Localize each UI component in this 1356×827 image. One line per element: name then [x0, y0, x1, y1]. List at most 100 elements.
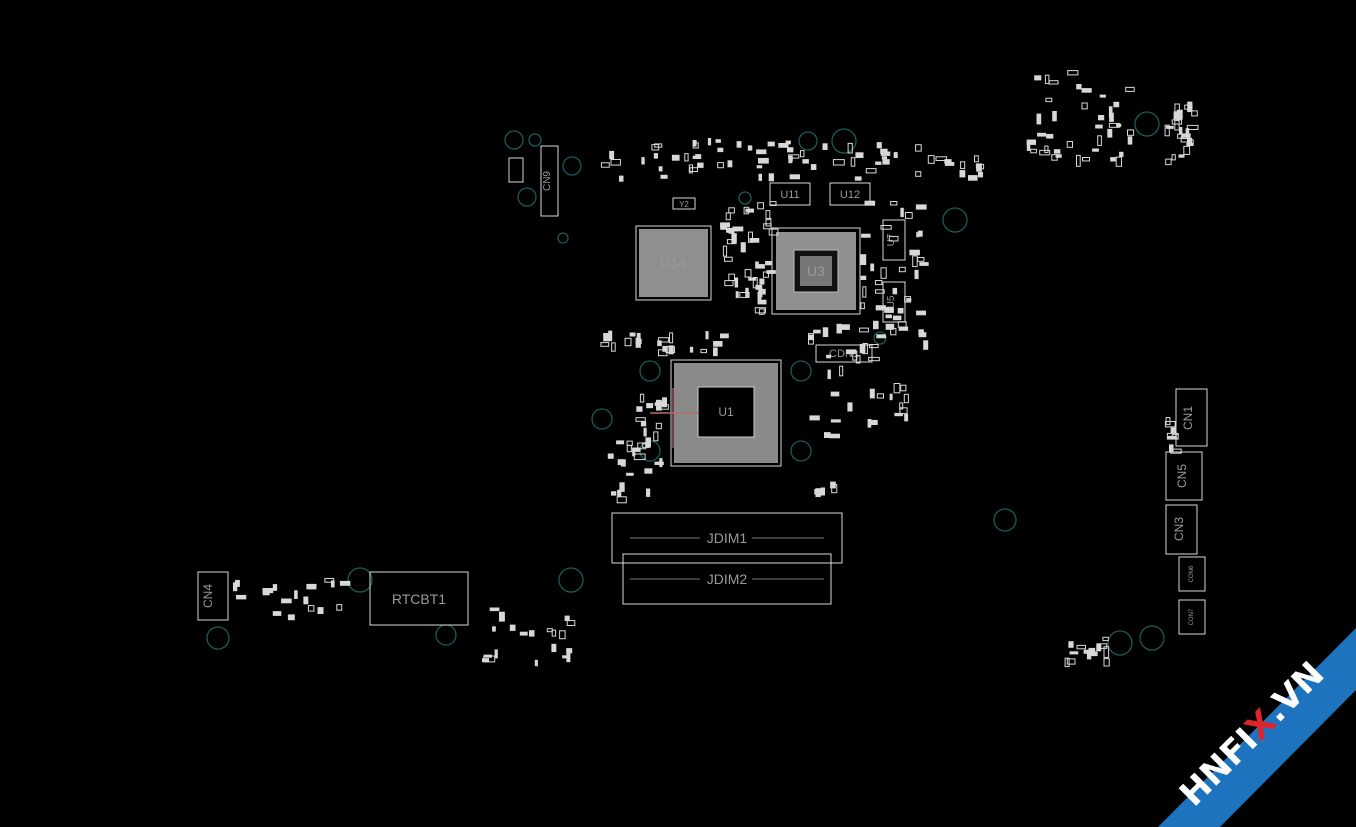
smd-pad	[1166, 432, 1179, 440]
smd-pad	[917, 257, 925, 262]
connector-cn4[interactable]: CN4	[197, 571, 229, 621]
connector-cn9[interactable]: CN9	[508, 145, 559, 217]
smd-pad	[653, 431, 659, 442]
connector-cn5[interactable]: CN5	[1165, 451, 1203, 501]
svg-text:CN4: CN4	[201, 584, 215, 608]
smd-pad	[758, 287, 763, 298]
smd-pad	[641, 157, 645, 165]
smd-pad	[600, 342, 610, 347]
smd-pad	[830, 391, 840, 397]
smd-pad	[748, 277, 757, 281]
smd-pad	[904, 413, 909, 422]
smd-pad	[1046, 133, 1054, 139]
connector-con6[interactable]: CON6	[1178, 556, 1206, 592]
smd-pad	[758, 308, 765, 315]
smd-pad	[619, 175, 624, 182]
smd-pad	[1108, 106, 1113, 117]
smd-pad	[756, 165, 763, 169]
chip-u12[interactable]: U12	[829, 182, 871, 206]
smd-pad	[894, 412, 903, 417]
smd-pad	[1127, 136, 1133, 145]
crystal-y2[interactable]: Y2	[672, 197, 696, 210]
smd-pad	[757, 299, 767, 305]
smd-pad	[757, 264, 765, 269]
chip-u3[interactable]: U3	[771, 227, 861, 315]
connector-cn3[interactable]: CN3	[1165, 504, 1198, 555]
svg-text:U5: U5	[886, 295, 897, 308]
smd-pad	[836, 323, 842, 334]
smd-pad	[758, 157, 769, 164]
smd-pad	[1183, 145, 1191, 155]
smd-pad	[1095, 124, 1103, 129]
smd-pad	[832, 159, 845, 166]
smd-pad	[294, 590, 298, 599]
smd-pad	[1165, 158, 1172, 166]
chip-u7[interactable]: U7	[882, 219, 906, 261]
smd-pad	[839, 324, 850, 330]
smd-components	[233, 70, 1199, 668]
smd-pad	[632, 448, 636, 457]
battery-rtcbt1[interactable]: RTCBT1	[369, 571, 469, 626]
smd-pad	[529, 630, 535, 637]
smd-pad	[1044, 145, 1049, 154]
smd-pad	[610, 159, 621, 166]
smd-pad	[968, 175, 978, 181]
smd-pad	[748, 231, 753, 243]
smd-pad	[916, 232, 920, 238]
smd-pad	[1097, 135, 1102, 146]
smd-pad	[728, 207, 735, 214]
smd-pad	[1044, 74, 1050, 85]
smd-pad	[824, 432, 831, 438]
smd-pad	[608, 330, 613, 342]
smd-pad	[1045, 97, 1053, 103]
smd-pad	[689, 167, 699, 172]
smd-pad	[1179, 127, 1183, 135]
smd-pad	[1083, 649, 1091, 654]
smd-pad	[654, 143, 663, 148]
smd-pad	[749, 238, 760, 243]
svg-text:JDIM2: JDIM2	[707, 571, 748, 587]
smd-pad	[669, 332, 674, 344]
slot-jdim2[interactable]: JDIM2	[622, 553, 832, 605]
smd-pad	[855, 152, 864, 158]
svg-text:CN5: CN5	[1175, 464, 1189, 488]
smd-pad	[658, 166, 663, 172]
chip-u14[interactable]: U14	[635, 225, 712, 301]
smd-pad	[909, 249, 920, 256]
smd-pad	[1030, 148, 1037, 154]
smd-pad	[722, 245, 728, 257]
smd-pad	[1127, 129, 1135, 136]
smd-pad	[728, 230, 735, 234]
smd-pad	[483, 655, 496, 663]
smd-pad	[1066, 141, 1073, 148]
smd-pad	[619, 482, 625, 492]
chip-u11[interactable]: U11	[769, 182, 811, 206]
smd-pad	[617, 489, 622, 497]
connector-con7[interactable]: CON7	[1178, 599, 1206, 635]
slot-jdim1[interactable]: JDIM1	[611, 512, 843, 564]
smd-pad	[306, 583, 317, 590]
smd-pad	[1107, 128, 1113, 138]
smd-pad	[726, 227, 735, 233]
smd-pad	[914, 269, 919, 280]
smd-pad	[1081, 102, 1088, 110]
smd-pad	[566, 648, 573, 654]
smd-pad	[494, 649, 498, 659]
smd-pad	[755, 261, 759, 269]
chip-u1[interactable]: U1	[650, 359, 782, 467]
smd-pad	[898, 266, 906, 273]
smd-pad	[944, 162, 955, 166]
smd-pad	[1173, 111, 1177, 120]
smd-pad	[876, 393, 884, 399]
smd-pad	[713, 347, 718, 357]
smd-pad	[869, 344, 879, 349]
smd-pad	[611, 342, 616, 352]
smd-pad	[1165, 417, 1171, 426]
smd-pad	[756, 150, 764, 154]
smd-pad	[869, 388, 875, 399]
connector-cn1[interactable]: CN1	[1175, 388, 1208, 447]
smd-pad	[906, 298, 912, 302]
smd-pad	[876, 142, 882, 149]
smd-pad	[671, 154, 680, 161]
smd-pad	[762, 271, 770, 278]
